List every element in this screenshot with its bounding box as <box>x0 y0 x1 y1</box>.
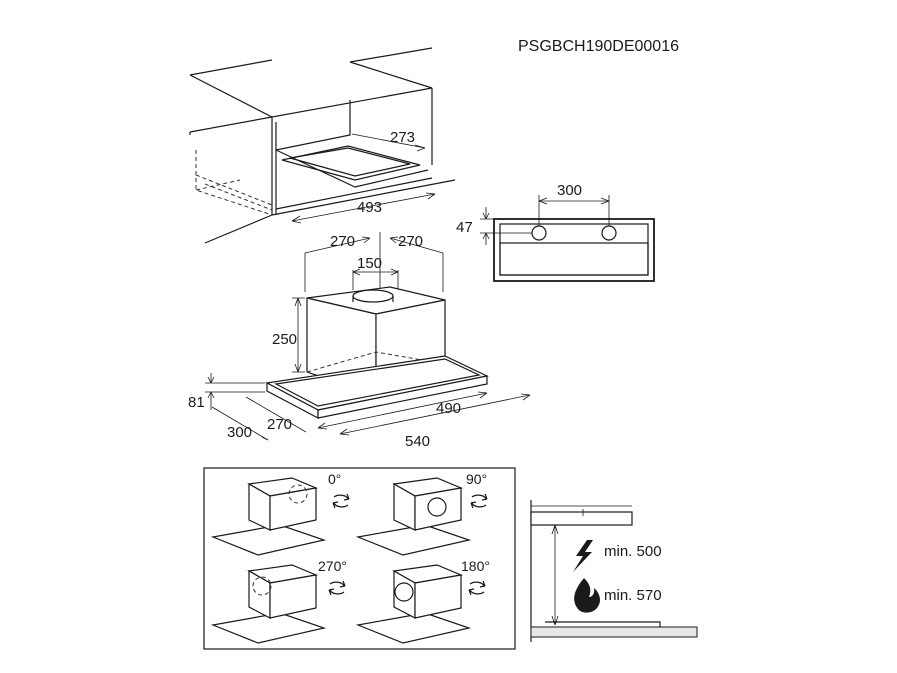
hood-right-offset-label: 270 <box>398 233 423 250</box>
angle-180-label: 180° <box>461 558 490 574</box>
angle-90-label: 90° <box>466 471 487 487</box>
gas-clearance-label: min. 570 <box>604 587 662 604</box>
flame-icon <box>574 578 601 613</box>
panel-height-label: 81 <box>188 394 205 411</box>
bracket-height-label: 47 <box>456 219 473 236</box>
rotate-arrows-icon <box>470 501 487 509</box>
rotation-panel: 0° 90° 270° <box>203 467 516 650</box>
bracket-diagram: 300 47 <box>456 182 655 282</box>
duct-outlet <box>352 289 394 303</box>
rotate-arrows-icon <box>332 501 349 509</box>
hood-diagram: 270 270 150 250 81 300 270 490 <box>188 232 531 450</box>
rotation-90: 90° <box>355 471 488 556</box>
duct-diameter-label: 150 <box>357 255 382 272</box>
total-width-label: 540 <box>405 433 430 450</box>
bracket-spacing-label: 300 <box>557 182 582 199</box>
rotation-270: 270° <box>210 558 347 644</box>
lightning-icon <box>573 540 593 572</box>
rotation-0: 0° <box>210 471 350 556</box>
cooktop <box>530 626 698 638</box>
angle-270-label: 270° <box>318 558 347 574</box>
product-code: PSGBCH190DE00016 <box>518 38 679 55</box>
mounting-hole-right <box>601 225 617 241</box>
hood-left-offset-label: 270 <box>330 233 355 250</box>
rotate-arrows-icon <box>328 588 345 596</box>
cabinet-depth-label: 273 <box>390 129 415 146</box>
angle-0-label: 0° <box>328 471 341 487</box>
electric-clearance-label: min. 500 <box>604 543 662 560</box>
box-depth-label: 270 <box>267 416 292 433</box>
clearance-diagram: min. 500 min. 570 <box>530 500 698 642</box>
mounting-hole-left <box>531 225 547 241</box>
rotation-180: 180° <box>355 558 490 644</box>
cabinet-diagram: 273 493 <box>189 47 456 244</box>
cabinet-width-label: 493 <box>357 199 382 216</box>
inner-width-label: 490 <box>436 400 461 417</box>
total-depth-label: 300 <box>227 424 252 441</box>
box-height-label: 250 <box>272 331 297 348</box>
hood-underside <box>530 511 633 526</box>
rotate-arrows-icon <box>468 588 485 596</box>
